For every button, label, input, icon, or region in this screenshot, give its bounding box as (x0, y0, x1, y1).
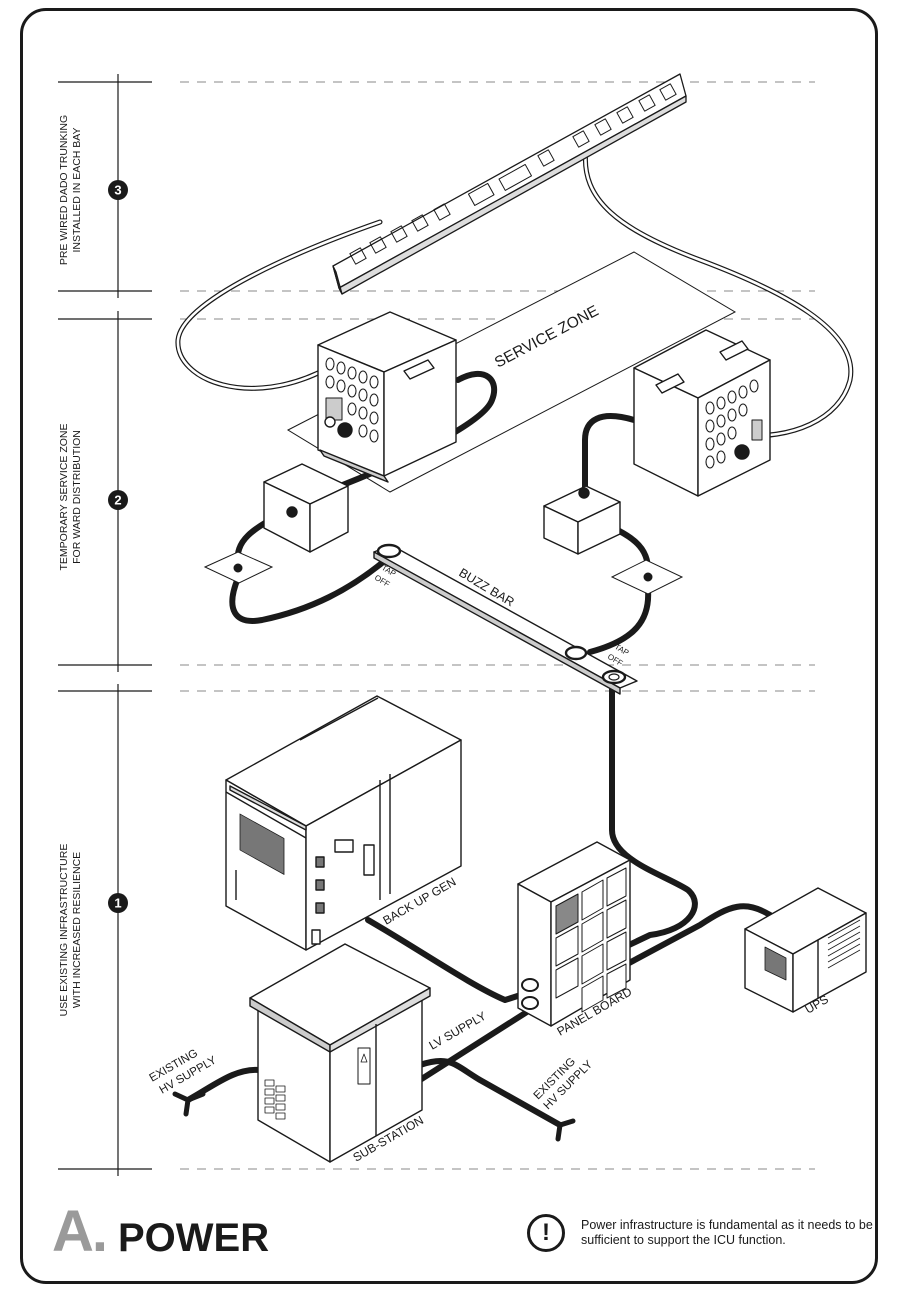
svg-text:2: 2 (114, 493, 121, 508)
backup-generator (225, 695, 462, 951)
svg-text:FOR WARD DISTRIBUTION: FOR WARD DISTRIBUTION (71, 430, 83, 564)
exclamation-icon: ! (527, 1214, 565, 1252)
info-note: ! Power infrastructure is fundamental as… (527, 1214, 881, 1252)
svg-text:USE EXISTING INFRASTRUCTURE: USE EXISTING INFRASTRUCTURE (58, 844, 70, 1017)
sub-station (249, 943, 431, 1163)
panel-board (517, 841, 631, 1027)
section-letter: A. (52, 1199, 108, 1264)
section-heading: A. POWER (52, 1198, 269, 1265)
svg-text:1: 1 (114, 896, 121, 911)
svg-text:3: 3 (114, 183, 121, 198)
svg-text:TEMPORARY SERVICE ZONE: TEMPORARY SERVICE ZONE (58, 423, 70, 570)
section-title: POWER (118, 1216, 270, 1260)
svg-text:WITH INCREASED RESILIENCE: WITH INCREASED RESILIENCE (71, 852, 83, 1008)
svg-text:INSTALLED IN EACH BAY: INSTALLED IN EACH BAY (71, 127, 83, 252)
hv-supply-ends (172, 1091, 576, 1142)
note-text: Power infrastructure is fundamental as i… (581, 1218, 873, 1247)
distribution-box-right (633, 329, 771, 497)
section-marker-3: 3 PRE WIRED DADO TRUNKING INSTALLED IN E… (58, 115, 128, 265)
junction-box-right (543, 485, 621, 555)
ups-unit (744, 887, 867, 1013)
dado-trunking (332, 73, 687, 295)
svg-text:PRE WIRED DADO TRUNKING: PRE WIRED DADO TRUNKING (58, 115, 70, 265)
section-marker-2: 2 TEMPORARY SERVICE ZONE FOR WARD DISTRI… (58, 423, 128, 571)
buzz-bar (373, 543, 638, 695)
lv-supply-label: LV SUPPLY (427, 1009, 489, 1053)
distribution-box-left (317, 311, 457, 483)
floor-plates (203, 551, 684, 595)
section-marker-1: 1 USE EXISTING INFRASTRUCTURE WITH INCRE… (58, 844, 128, 1017)
junction-box-left (263, 463, 349, 553)
page-frame (20, 8, 878, 1284)
